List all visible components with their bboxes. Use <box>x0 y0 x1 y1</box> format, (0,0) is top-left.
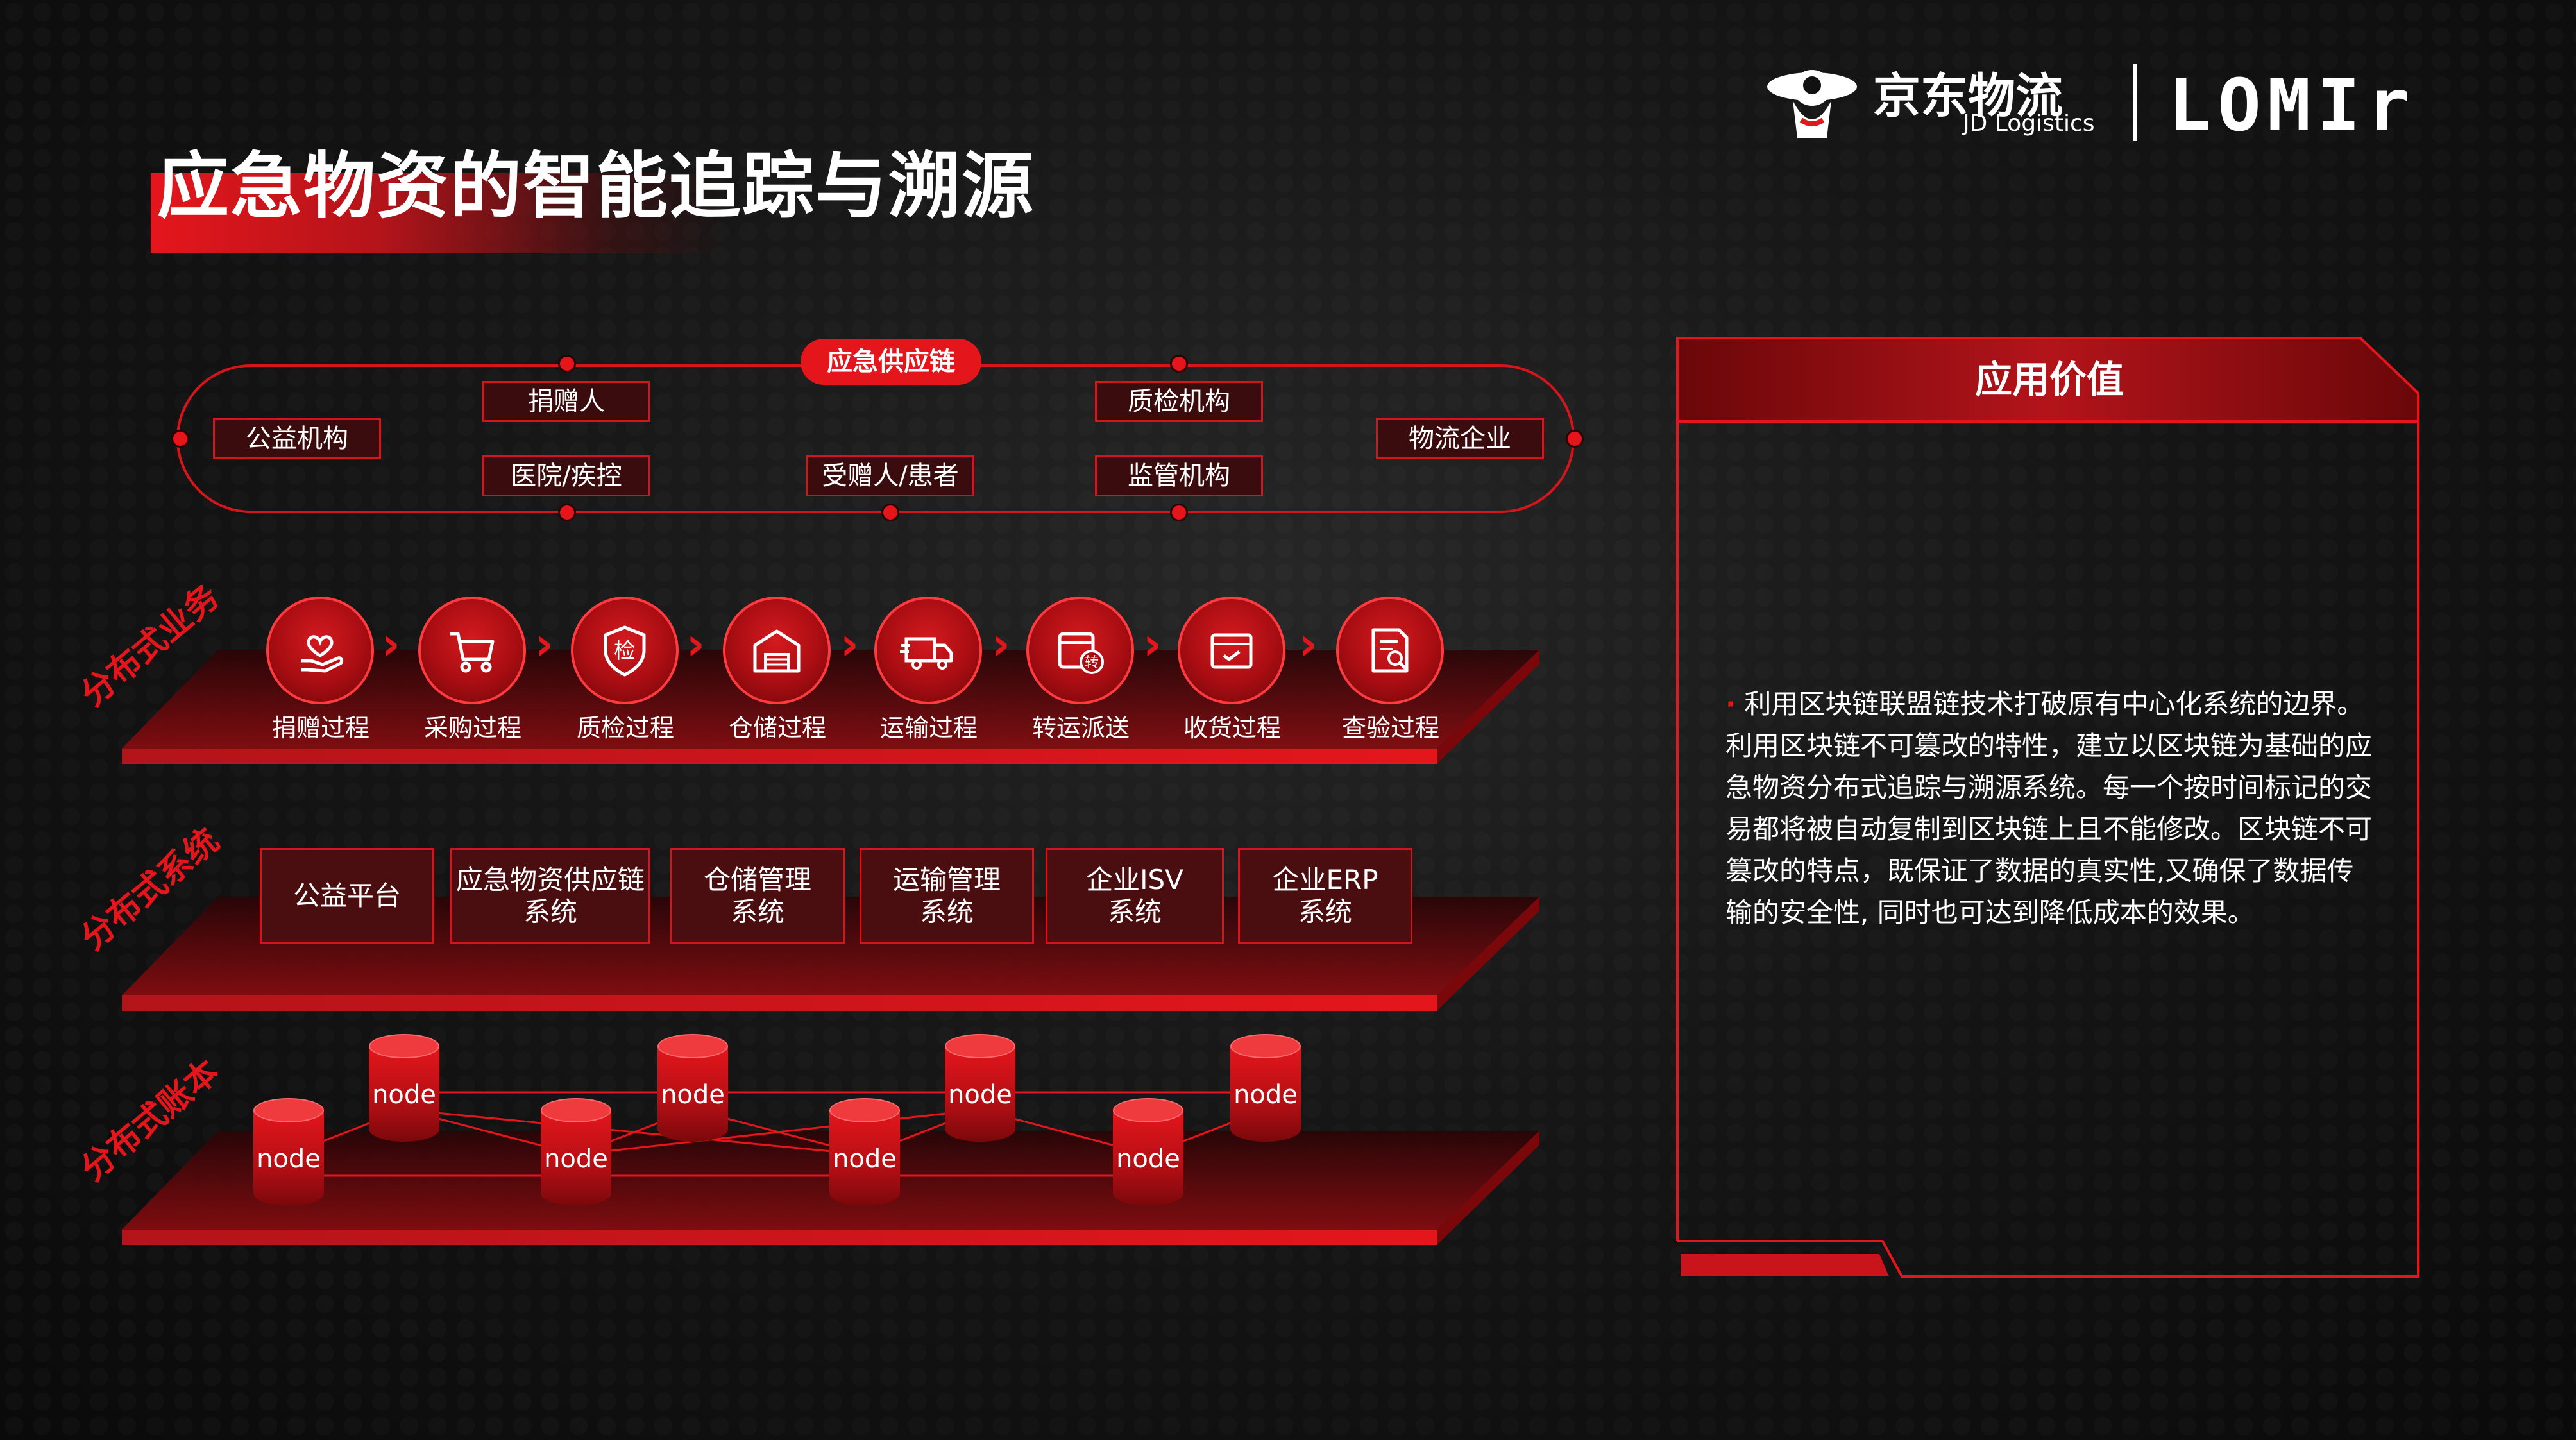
bullet-dot: · <box>1725 688 1736 720</box>
value-description: 利用区块链联盟链技术打破原有中心化系统的边界。利用区块链不可篡改的特性，建立以区… <box>1725 688 2372 928</box>
node-label: node <box>253 1144 324 1174</box>
node-label: node <box>1230 1080 1301 1110</box>
node-label: node <box>945 1080 1015 1110</box>
ledger-node: node <box>369 1034 439 1149</box>
ledger-node: node <box>1113 1098 1183 1214</box>
node-label: node <box>541 1144 611 1174</box>
ledger-node: node <box>945 1034 1015 1149</box>
node-label: node <box>1113 1144 1183 1174</box>
value-panel-title: 应用价值 <box>1681 350 2418 403</box>
ledger-node: node <box>1230 1034 1301 1149</box>
node-label: node <box>657 1080 728 1110</box>
value-panel-text: · 利用区块链联盟链技术打破原有中心化系统的边界。利用区块链不可篡改的特性，建立… <box>1725 683 2380 933</box>
ledger-node: node <box>829 1098 900 1214</box>
ledger-node: node <box>253 1098 324 1214</box>
node-label: node <box>829 1144 900 1174</box>
ledger-node: node <box>541 1098 611 1214</box>
node-label: node <box>369 1080 439 1110</box>
ledger-node: node <box>657 1034 728 1149</box>
